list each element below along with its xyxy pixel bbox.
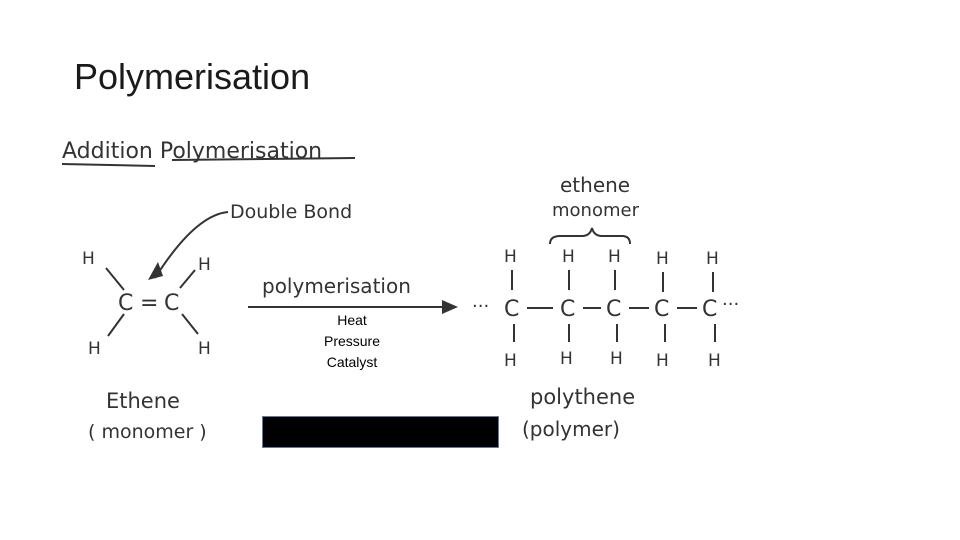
chain-h-bottom-4: H [656,351,669,371]
heading-underline-1 [61,163,156,167]
monomer-brace-icon [549,227,631,245]
polymer-label: (polymer) [522,417,620,441]
reaction-arrow-icon [442,300,458,314]
condition-heat: Heat [337,312,367,328]
chain-ellipsis-left: ··· [472,296,489,317]
ethene-double-bond: = [140,291,158,316]
double-bond-pointer-arrow [154,211,229,279]
ethene-h-top-left: H [82,249,95,269]
reaction-conditions: Heat Pressure Catalyst [300,310,404,373]
double-bond-label: Double Bond [230,201,352,223]
chain-h-top-3: H [608,247,621,267]
ethene-carbon-right: C [164,291,179,316]
chain-ellipsis-right: ··· [722,294,739,315]
heading-underline-2 [171,157,356,161]
chain-carbon-3: C [606,297,621,322]
ethene-bond-br [181,313,199,335]
ethene-monomer-label: ( monomer ) [88,421,207,443]
chain-carbon-4: C [654,297,669,322]
condition-catalyst: Catalyst [326,354,378,370]
chain-carbon-1: C [504,297,519,322]
chain-h-top-1: H [504,247,517,267]
chain-carbon-5: C [702,297,717,322]
slide-title: Polymerisation [74,56,311,97]
polythene-label: polythene [530,385,635,409]
ethene-bond-tl [105,267,125,291]
chain-carbon-2: C [560,297,575,322]
redaction-box [262,416,499,448]
chain-h-top-4: H [656,249,669,269]
ethene-h-bottom-left: H [88,339,101,359]
ethene-h-top-right: H [198,255,211,275]
brace-label-ethene: ethene [560,173,630,197]
chain-h-top-2: H [562,247,575,267]
chain-h-bottom-3: H [610,349,623,369]
chain-h-bottom-2: H [560,349,573,369]
ethene-bond-tr [179,269,196,289]
ethene-carbon-left: C [118,291,133,316]
chain-h-top-5: H [706,249,719,269]
brace-label-monomer: monomer [552,200,640,221]
reaction-arrow-label: polymerisation [262,274,411,298]
double-bond-arrowhead-icon [148,262,163,280]
condition-pressure: Pressure [323,333,381,349]
ethene-h-bottom-right: H [198,339,211,359]
ethene-bond-bl [107,313,125,337]
ethene-label: Ethene [106,389,180,413]
chain-h-bottom-1: H [504,351,517,371]
chain-h-bottom-5: H [708,351,721,371]
